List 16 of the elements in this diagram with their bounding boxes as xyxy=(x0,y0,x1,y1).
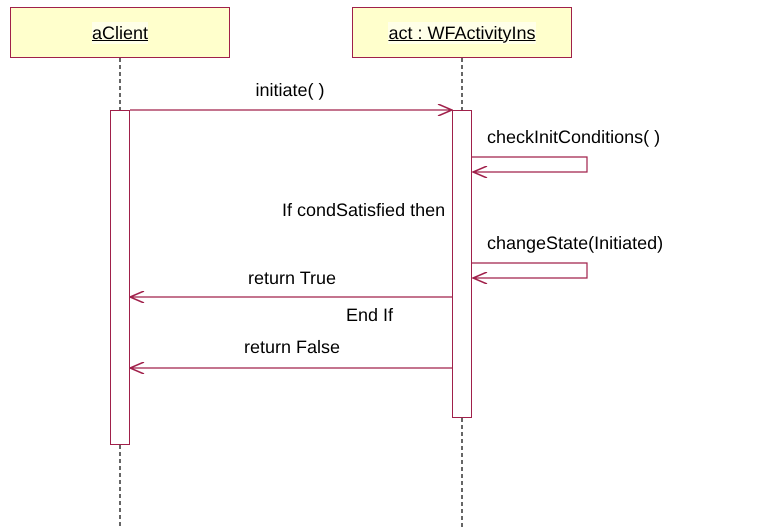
activation-bar xyxy=(110,110,130,445)
message-label: checkInitConditions( ) xyxy=(487,127,660,147)
message-arrow xyxy=(472,262,588,285)
object-name: act : WFActivityIns xyxy=(388,22,536,44)
object-name: aClient xyxy=(92,22,148,44)
message-arrow xyxy=(130,103,453,117)
message-label: changeState(Initiated) xyxy=(487,233,664,253)
lifeline xyxy=(461,58,463,110)
object-box xyxy=(10,7,230,58)
message-arrow xyxy=(129,361,452,375)
object-box xyxy=(352,7,572,58)
message-arrow xyxy=(472,156,588,179)
message-arrow xyxy=(129,290,452,304)
lifeline xyxy=(119,58,121,110)
activation-bar xyxy=(452,110,472,418)
message-label: initiate( ) xyxy=(256,80,325,100)
